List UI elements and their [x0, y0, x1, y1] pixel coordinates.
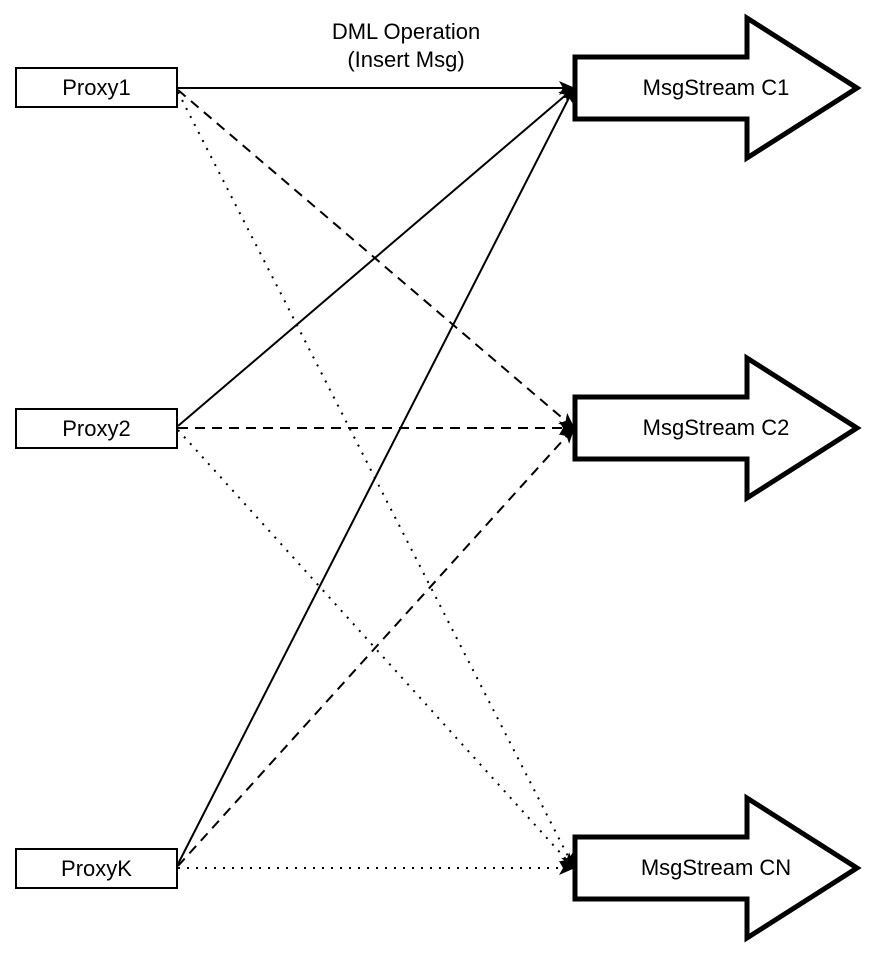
- connector-proxy2-to-cn: [177, 429, 575, 869]
- msgstream-c2-label: MsgStream C2: [642, 415, 790, 440]
- msgstream-cn-arrow-shape: [572, 793, 862, 943]
- msgstream-cn-label: MsgStream CN: [640, 855, 792, 880]
- connector-proxyk-to-c2: [177, 427, 575, 867]
- proxy2-node: Proxy2: [15, 408, 178, 449]
- msgstream-c1-label: MsgStream C1: [642, 75, 790, 100]
- connector-proxy2-to-c1: [177, 87, 575, 427]
- connector-proxyk-to-c1: [177, 87, 575, 865]
- msgstream-c1-arrow-shape: [572, 13, 862, 163]
- proxy1-node: Proxy1: [15, 67, 178, 108]
- connector-proxy1-to-c2: [177, 89, 575, 429]
- proxy2-label: Proxy2: [62, 415, 131, 441]
- annotation-line-1: DML Operation: [331, 19, 481, 44]
- dml-operation-annotation: DML Operation (Insert Msg): [286, 18, 526, 74]
- connector-proxy1-to-cn: [177, 91, 575, 869]
- proxyk-label: ProxyK: [61, 855, 132, 881]
- msgstream-c2-arrow-shape: [572, 353, 862, 503]
- annotation-line-2: (Insert Msg): [347, 47, 465, 72]
- proxy1-label: Proxy1: [62, 74, 131, 100]
- proxyk-node: ProxyK: [15, 848, 178, 889]
